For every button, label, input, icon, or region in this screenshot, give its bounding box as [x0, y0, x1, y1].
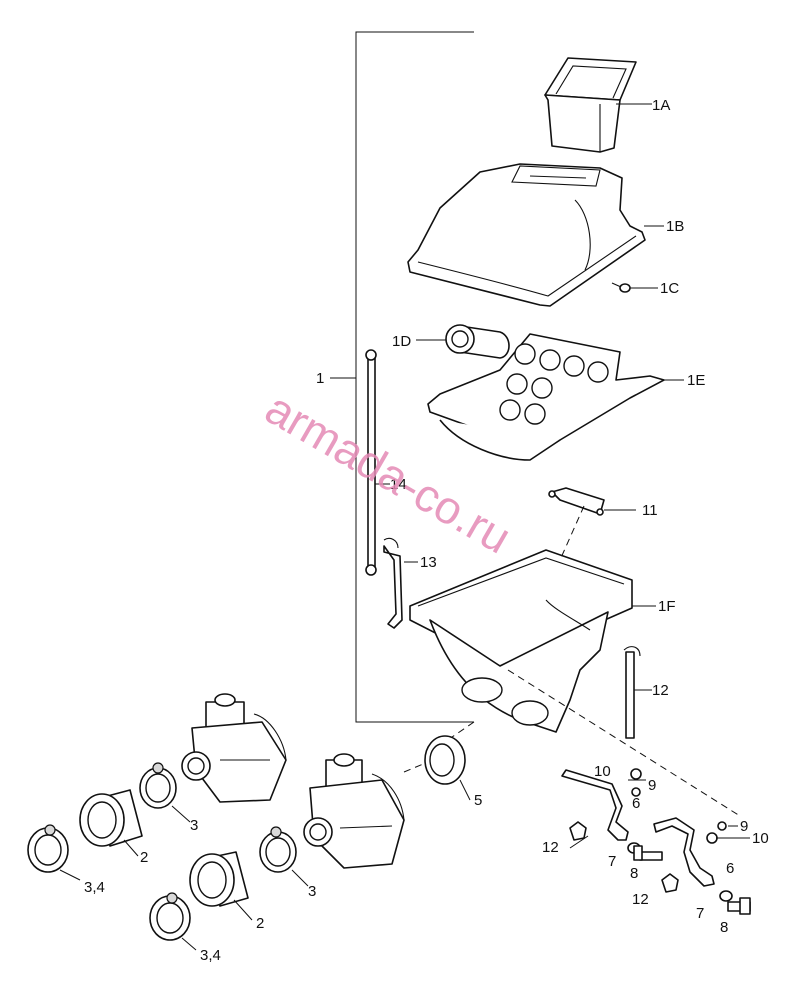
callout-3-4-lower: 3,4: [200, 947, 221, 964]
callout-13: 13: [420, 554, 437, 571]
callout-14: 14: [390, 476, 407, 493]
callout-2-upper: 2: [140, 849, 148, 866]
part-1A-intake-snorkel: [544, 57, 652, 153]
part-5-rubber-ring: [424, 735, 471, 801]
callout-5: 5: [474, 792, 482, 809]
part-3-clamp-lower: [259, 826, 309, 887]
part-11-bracket: [548, 487, 636, 516]
part-1C-screw: [611, 282, 658, 293]
callout-1: 1: [316, 370, 324, 387]
callout-11: 11: [642, 502, 658, 519]
callout-3-4-upper: 3,4: [84, 879, 105, 896]
part-3-4-clamp-lower: [149, 892, 197, 951]
group-bracket: [330, 31, 474, 723]
callout-6-right: 6: [726, 860, 734, 877]
callout-10-left: 10: [594, 763, 611, 780]
part-carburettor-upper: [181, 693, 287, 803]
part-6-linkage-right: [653, 817, 751, 915]
callout-1A: 1A: [652, 97, 670, 114]
part-1B-airbox-cover: [407, 163, 664, 307]
callout-9-left: 9: [648, 777, 656, 794]
part-12-bracket: [623, 646, 652, 739]
part-3-clamp-upper: [139, 762, 191, 823]
part-3-4-clamp-upper: [27, 824, 81, 881]
callout-7-right: 7: [696, 905, 704, 922]
callout-2-lower: 2: [256, 915, 264, 932]
part-2-intake-rubber-upper: [79, 789, 143, 857]
part-1E-filter-base: [427, 333, 684, 461]
part-6-linkage-left: [561, 768, 663, 861]
callout-labels: 1 1A 1B 1C 1D 1E 1F 14 13 11 12 5 3 2 3,…: [84, 97, 769, 964]
callout-8-left: 8: [630, 865, 638, 882]
part-1F-airbox-housing: [409, 549, 656, 733]
callout-12-left: 12: [542, 839, 559, 856]
callout-1C: 1C: [660, 280, 679, 297]
part-2-intake-rubber-lower: [189, 851, 253, 921]
callout-8-right: 8: [720, 919, 728, 936]
part-13-clip: [383, 537, 418, 629]
callout-1B: 1B: [666, 218, 684, 235]
callout-12-bracket: 12: [652, 682, 669, 699]
callout-7-left: 7: [608, 853, 616, 870]
callout-10-right: 10: [752, 830, 769, 847]
part-carburettor-lower: [303, 753, 405, 869]
callout-12-right: 12: [632, 891, 649, 908]
callout-1F: 1F: [658, 598, 676, 615]
callout-1D: 1D: [392, 333, 411, 350]
callout-3-lower: 3: [308, 883, 316, 900]
part-14-rod: [365, 349, 390, 576]
callout-3-upper: 3: [190, 817, 198, 834]
callout-9-right: 9: [740, 818, 748, 835]
callout-1E: 1E: [687, 372, 705, 389]
part-1D-tube: [416, 324, 510, 359]
callout-6-left: 6: [632, 795, 640, 812]
